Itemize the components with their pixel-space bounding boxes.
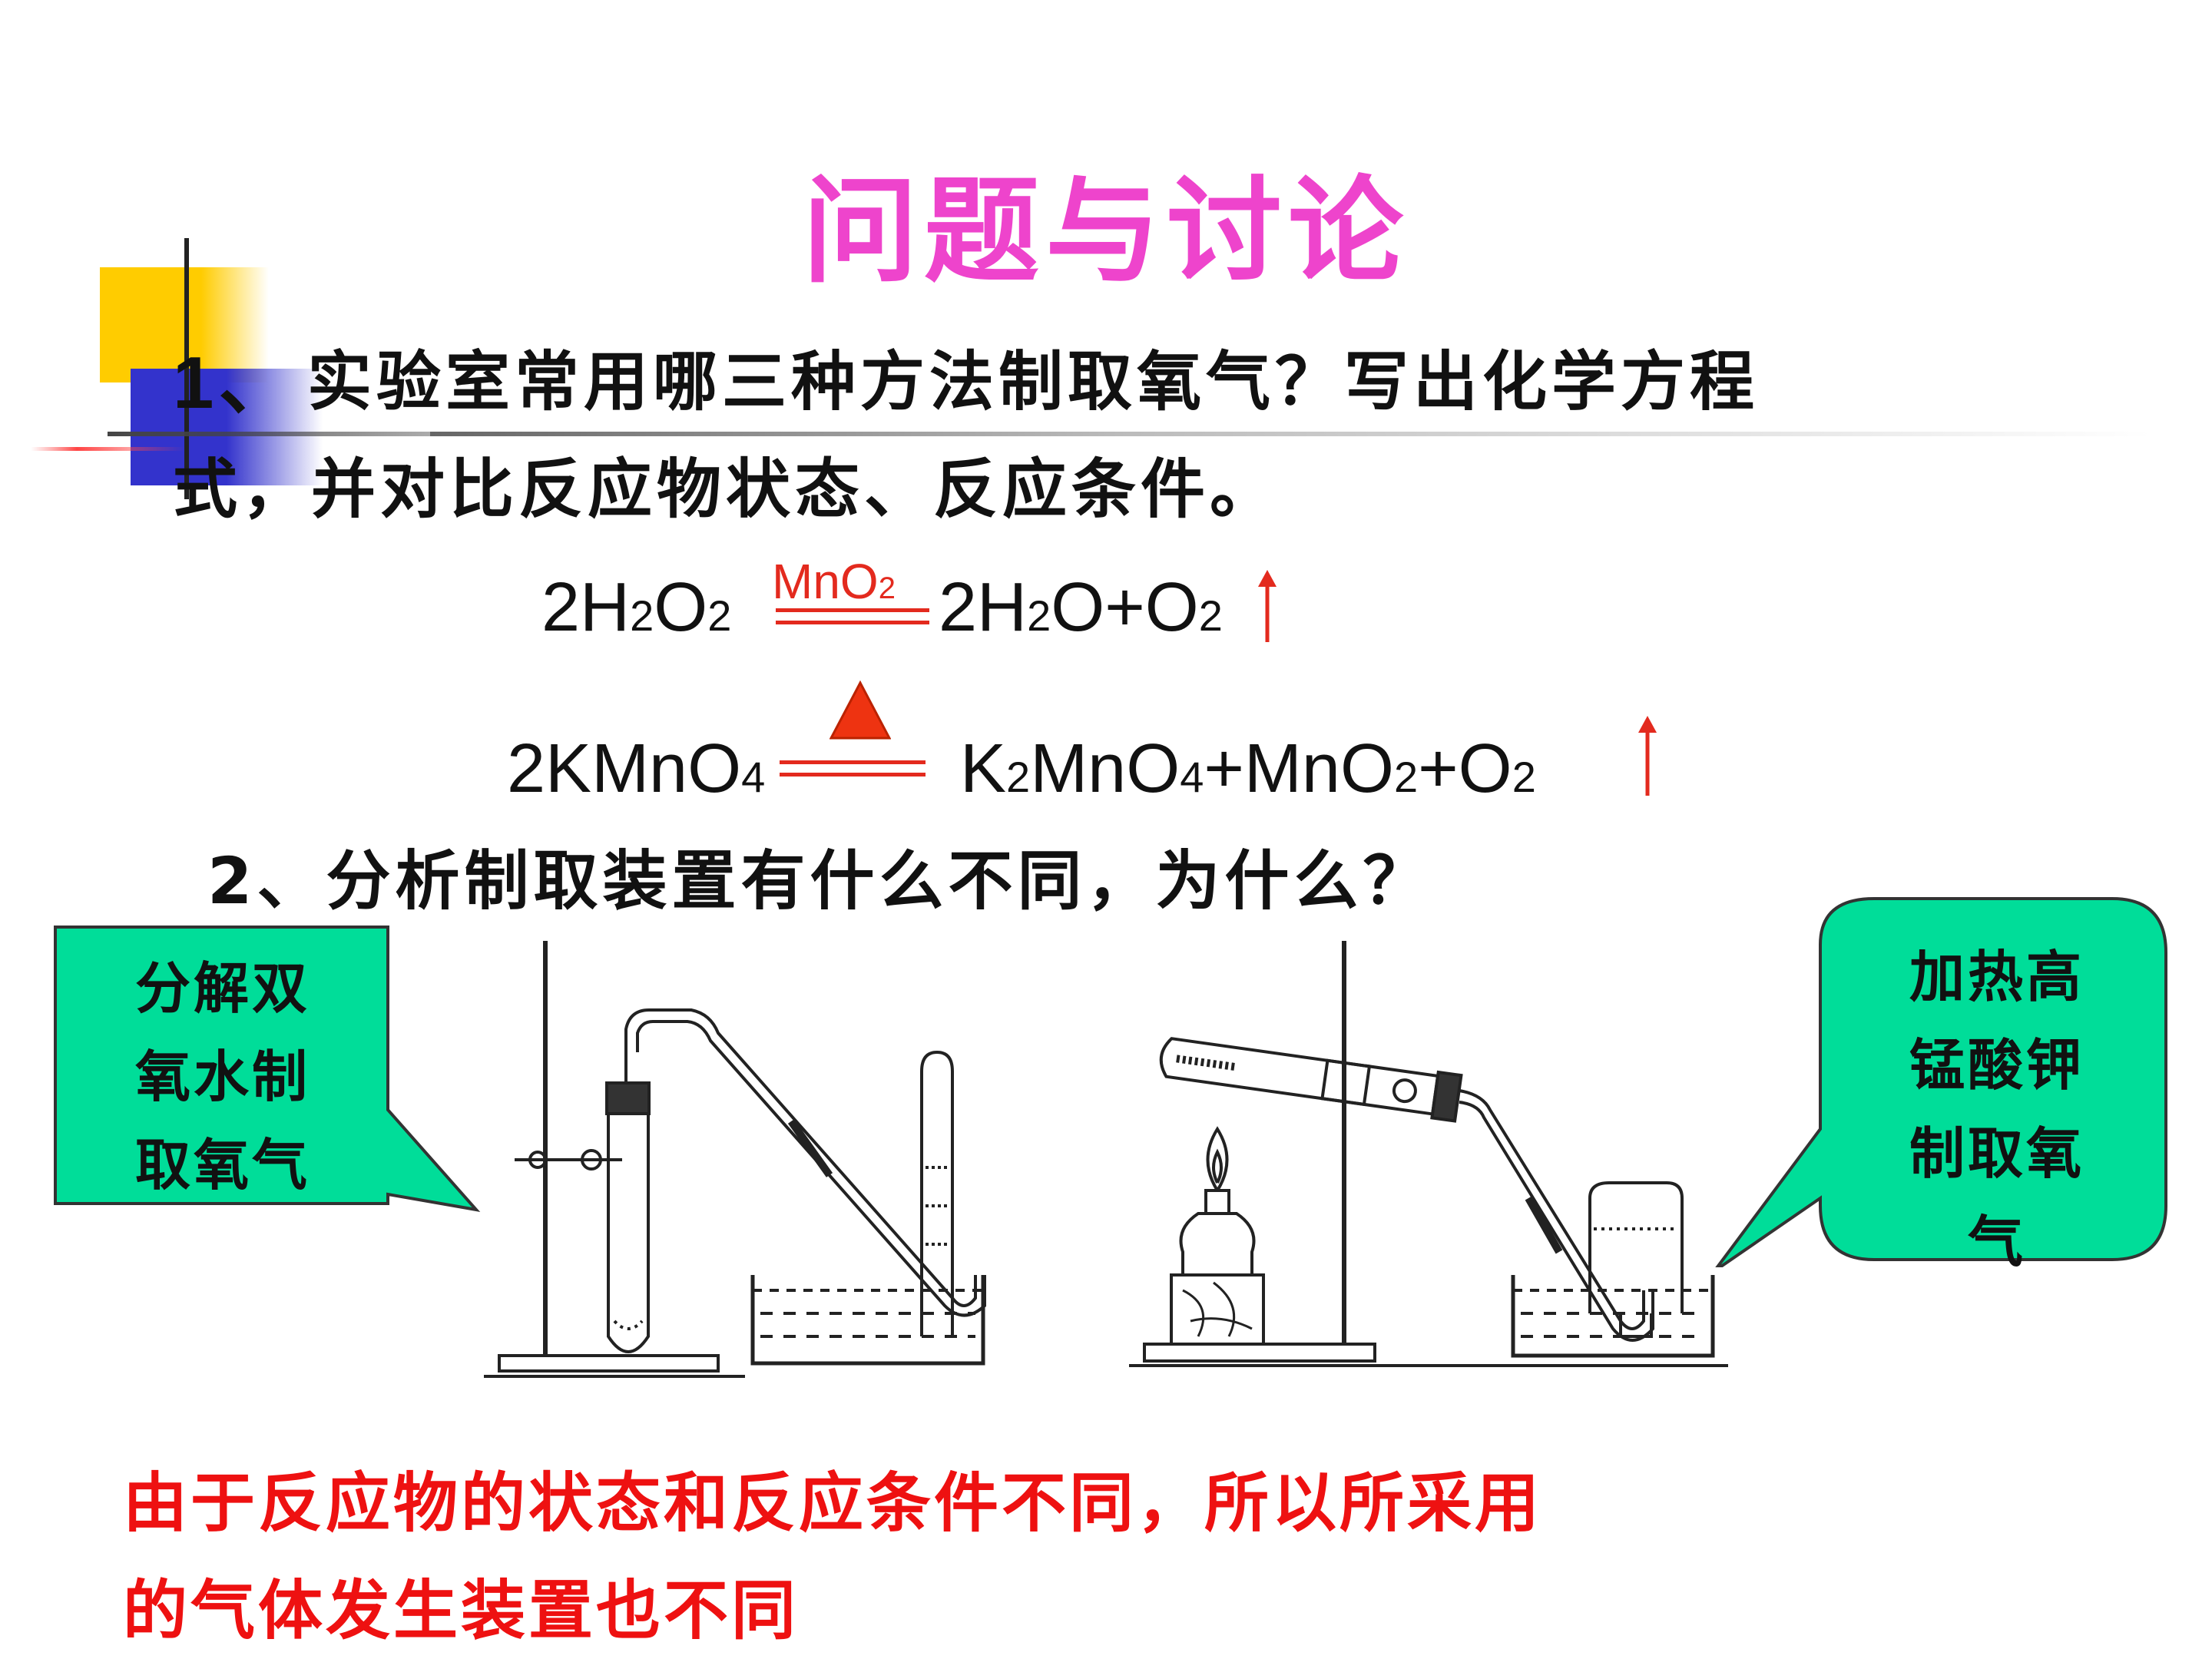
right-bubble-line: 锰酸钾 [1909, 1033, 2085, 1098]
gas-arrow-icon [1258, 570, 1277, 642]
decoration-corner [0, 230, 691, 522]
right-speech-bubble [1715, 897, 2167, 1267]
page-title: 问题与讨论 [802, 165, 1409, 299]
left-bubble-text: 分解双 氧水制 取氧气 [61, 945, 384, 1210]
equation1-product: 2H2O+O2 [939, 569, 1223, 646]
question2-text: 2、分析制取装置有什么不同，为什么？ [207, 843, 1432, 919]
question1-line1: 实验室常用哪三种方法制取氧气？写出化学方程 [307, 344, 1760, 419]
conclusion-line1: 由于反应物的状态和反应条件不同，所以所采用 [123, 1465, 1543, 1541]
equation1-catalyst: MnO2 [772, 554, 896, 609]
equation2-product: K2MnO4+MnO2+O2 [960, 730, 1536, 807]
left-speech-bubble [54, 926, 481, 1212]
decoration-long-line [430, 432, 2151, 436]
heat-triangle-icon [830, 680, 891, 740]
equation2-double-line-bottom [780, 773, 926, 777]
right-bubble-line: 气 [1967, 1210, 2026, 1274]
equation2-reactant: 2KMnO4 [507, 730, 766, 807]
equation1-double-line-top [776, 608, 929, 612]
right-bubble-line: 制取氧 [1909, 1121, 2085, 1186]
left-bubble-line: 分解双 [134, 956, 310, 1021]
equation1-double-line-bottom [776, 621, 929, 624]
conclusion-line2: 的气体发生装置也不同 [123, 1573, 800, 1648]
apparatus-potassium-permanganate [1129, 941, 1728, 1367]
question1-number: 1、 [173, 342, 297, 424]
decoration-shapes [31, 238, 691, 499]
equation1-reactant: 2H2O2 [541, 569, 732, 646]
apparatus-hydrogen-peroxide [484, 941, 986, 1378]
gas-arrow-icon [1638, 716, 1657, 796]
equation2-double-line-top [780, 760, 926, 764]
right-bubble-text: 加热高 锰酸钾 制取氧 气 [1828, 933, 2166, 1286]
left-bubble-line: 取氧气 [134, 1133, 310, 1197]
question1-line2: 式，并对比反应物状态、反应条件。 [173, 452, 1280, 527]
right-bubble-line: 加热高 [1909, 945, 2085, 1009]
left-bubble-line: 氧水制 [134, 1045, 310, 1109]
